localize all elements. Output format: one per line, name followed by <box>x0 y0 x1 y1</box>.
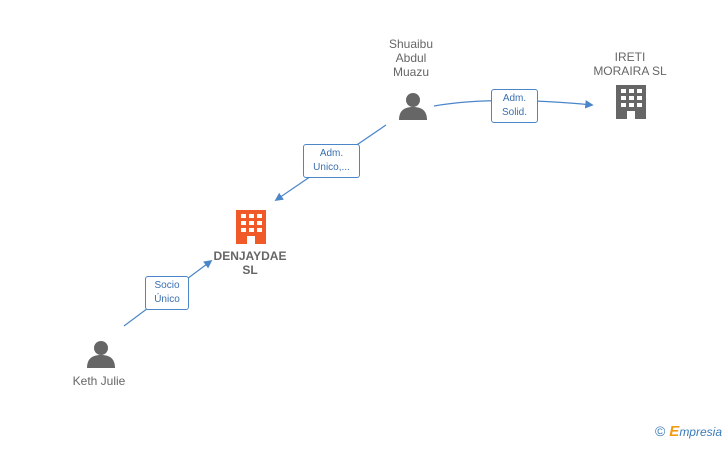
node-label-ireti[interactable]: IRETI MORAIRA SL <box>593 50 667 78</box>
copyright-symbol: © <box>654 423 666 439</box>
brand-logo: ©Empresia <box>655 423 722 440</box>
brand-initial: E <box>669 423 680 440</box>
building-icon[interactable] <box>616 85 646 119</box>
person-icon[interactable] <box>399 93 427 120</box>
edge-label-shuaibu-denjaydae[interactable]: Adm. Unico,... <box>303 144 360 178</box>
node-label-shuaibu[interactable]: Shuaibu Abdul Muazu <box>388 37 434 79</box>
person-icon[interactable] <box>87 341 115 368</box>
edge-label-keth-denjaydae[interactable]: Socio Único <box>145 276 189 310</box>
edge-label-shuaibu-ireti[interactable]: Adm. Solid. <box>491 89 538 123</box>
building-icon[interactable] <box>236 210 266 244</box>
node-label-keth[interactable]: Keth Julie <box>72 374 126 388</box>
node-label-denjaydae[interactable]: DENJAYDAE SL <box>213 249 287 277</box>
brand-name: mpresia <box>679 425 722 439</box>
